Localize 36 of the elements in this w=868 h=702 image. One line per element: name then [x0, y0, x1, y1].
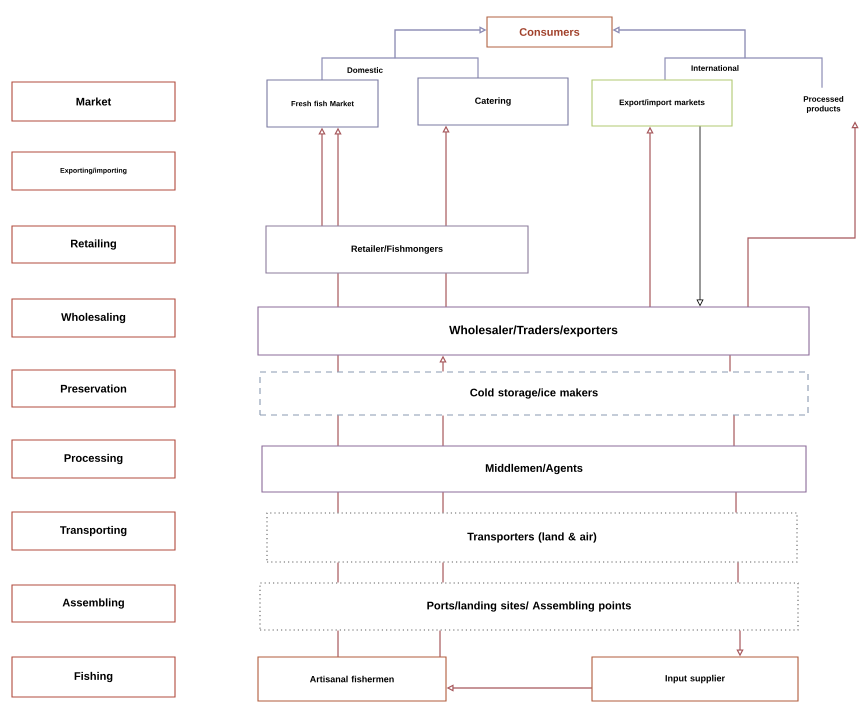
stage-box: Processing	[11, 439, 176, 479]
actor-box: Cold storage/ice makers	[259, 371, 809, 416]
connector-line	[735, 492, 737, 512]
consumer-box: Consumers	[486, 16, 613, 48]
connector-line	[337, 356, 339, 372]
connector-line	[733, 416, 735, 446]
stage-box: Wholesaling	[11, 298, 176, 338]
connector-line	[337, 562, 339, 582]
connector-line	[737, 562, 739, 582]
stage-box: Transporting	[11, 511, 176, 551]
stage-box: Assembling	[11, 584, 176, 623]
product-label: Processed products	[804, 96, 844, 114]
actor-box: Input supplier	[591, 656, 799, 702]
connector-line	[442, 416, 444, 446]
connector-line	[439, 630, 441, 656]
actor-box: Ports/landing sites/ Assembling points	[259, 582, 799, 631]
stage-box: Fishing	[11, 656, 176, 698]
stage-box: Market	[11, 81, 176, 122]
connector-line	[337, 630, 339, 656]
connector-line	[337, 492, 339, 512]
connector-line	[442, 562, 444, 582]
connector-line	[442, 492, 444, 512]
actor-box: Middlemen/Agents	[261, 445, 807, 493]
connector-line	[729, 356, 731, 372]
market-box: Export/import markets	[591, 79, 733, 127]
stage-box: Preservation	[11, 369, 176, 408]
bracket-label: International	[692, 65, 738, 71]
actor-box: Artisanal fishermen	[257, 656, 447, 702]
actor-box: Transporters (land & air)	[266, 512, 798, 563]
connector-line	[445, 274, 447, 306]
actor-box: Retailer/Fishmongers	[265, 225, 529, 274]
connector-line	[337, 274, 339, 306]
actor-box: Wholesaler/Traders/exporters	[257, 306, 810, 356]
market-box: Catering	[417, 77, 569, 126]
connector-line	[337, 416, 339, 446]
stage-box: Retailing	[11, 225, 176, 264]
